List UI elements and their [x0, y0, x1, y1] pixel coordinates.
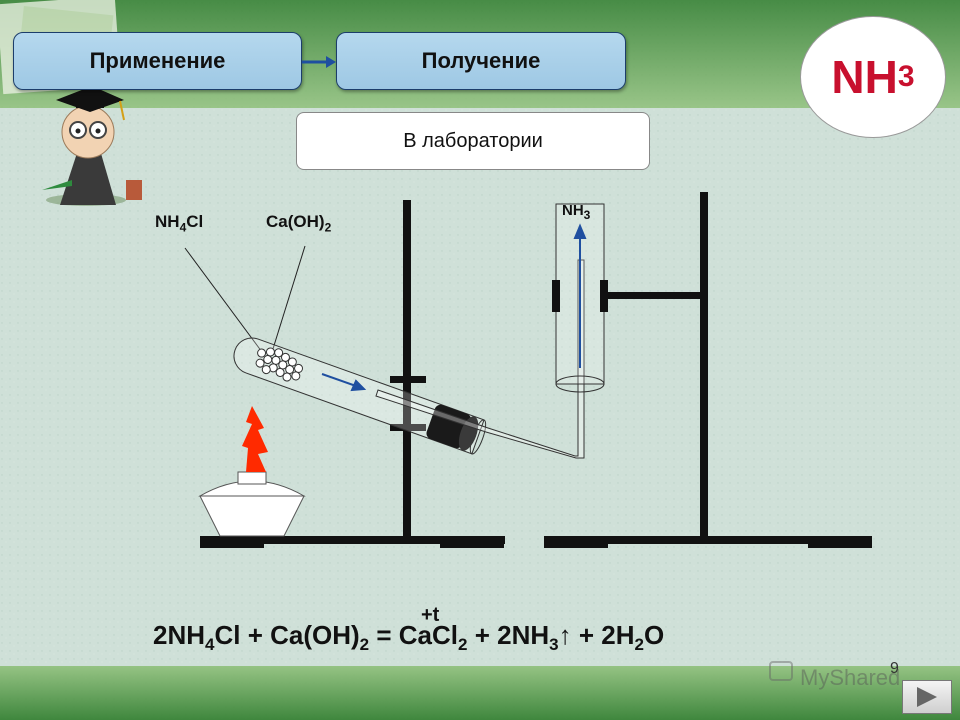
eq-s3: 2 [458, 635, 468, 655]
play-arrow-icon [917, 687, 937, 707]
label-nh3-a: NH [562, 202, 584, 219]
watermark-logo: MyShared [769, 661, 900, 690]
pointer-line-nh4cl [184, 247, 263, 353]
badge-sub: 3 [897, 60, 915, 93]
flame-icon [242, 406, 268, 472]
eq-s4: 3 [549, 635, 559, 655]
delivery-tube [375, 259, 585, 459]
nav-button-application[interactable]: Применение [13, 32, 302, 90]
badge-main: NH [831, 51, 898, 103]
eq-p6: O [643, 620, 665, 650]
label-nh4cl: NH4Cl [155, 212, 203, 234]
professor-mascot-icon [42, 86, 142, 206]
eq-p3: = CaCl [369, 620, 459, 650]
reagent-granules [255, 347, 304, 382]
spirit-lamp-icon [198, 406, 306, 537]
eq-p4: + 2NH [467, 620, 550, 650]
label-nh4cl-sub: 4 [179, 220, 187, 235]
nav-arrow-icon [302, 56, 336, 68]
gas-flow-arrow [321, 373, 367, 392]
eq-p5: ↑ + 2H [558, 620, 635, 650]
test-tube [233, 337, 487, 455]
eq-s5: 2 [634, 635, 644, 655]
nav-button-obtaining[interactable]: Получение [336, 32, 626, 90]
eq-s2: 2 [359, 635, 370, 655]
eq-p2: Cl + Ca(OH) [214, 620, 360, 650]
svg-text:MyShared: MyShared [800, 665, 900, 690]
label-nh4cl-b: Cl [186, 212, 204, 231]
label-nh3-sub: 3 [583, 208, 591, 222]
right-stand [544, 192, 872, 548]
next-slide-button[interactable] [902, 680, 952, 714]
page-number: 9 [890, 660, 899, 677]
label-nh3: NH3 [562, 202, 590, 222]
section-label: В лаборатории [296, 112, 650, 170]
label-caoh2-a: Ca(OH) [266, 212, 325, 231]
pointer-line-caoh2 [271, 245, 306, 353]
left-stand [200, 200, 505, 548]
eq-s1: 4 [205, 635, 215, 655]
bottom-band [0, 666, 960, 720]
label-nh4cl-a: NH [155, 212, 180, 231]
reaction-condition: +t [421, 604, 440, 626]
eq-p1: 2NH [153, 620, 206, 650]
reaction-equation: 2NH4Cl + Ca(OH)2 = CaCl2 + 2NH3↑ + 2H2O [153, 620, 664, 655]
label-caoh2-sub: 2 [324, 220, 332, 235]
label-caoh2: Ca(OH)2 [266, 212, 331, 234]
gas-rise-arrow [573, 223, 587, 368]
